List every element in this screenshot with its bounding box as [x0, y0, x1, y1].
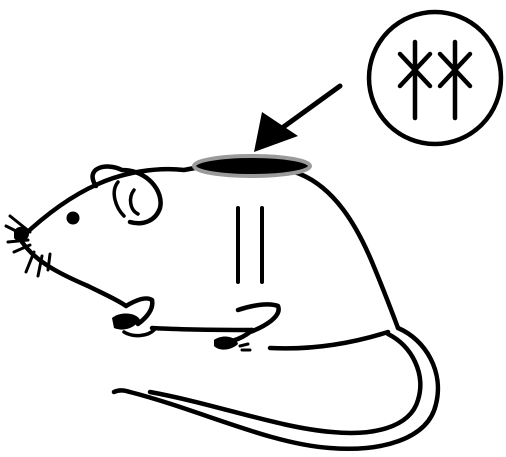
implant-ring — [194, 156, 310, 176]
mouse-head-back-outline — [21, 164, 398, 328]
callout-circle — [369, 12, 501, 144]
arrow-shaft — [282, 86, 340, 128]
arrow-head — [254, 112, 298, 152]
mouse-front-foot-line — [124, 330, 154, 336]
pointer-arrow — [254, 86, 340, 152]
mouse-whiskers — [6, 216, 50, 276]
mouse-eye — [67, 212, 80, 225]
mouse-ear-fold — [131, 190, 138, 214]
mouse-rump-outline — [270, 332, 388, 348]
double-lines-mark — [238, 208, 262, 282]
callout-circle-symbol — [369, 12, 501, 144]
mouse-front-foot — [112, 314, 140, 330]
mouse-hind-foot-toes — [240, 344, 250, 350]
mouse-belly-outline — [152, 328, 252, 330]
mouse-drawing — [6, 156, 438, 449]
mouse-ear-inner — [114, 182, 124, 216]
